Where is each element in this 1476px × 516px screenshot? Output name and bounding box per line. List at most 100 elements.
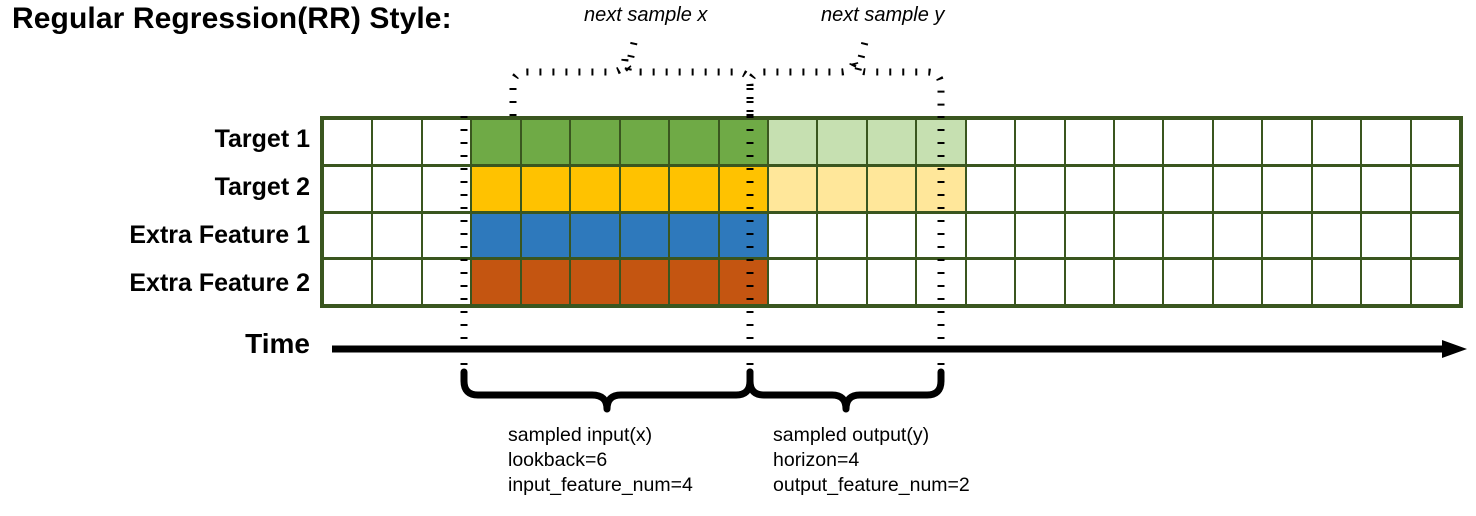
- time-axis-label: Time: [245, 328, 310, 359]
- top-brace-input: [509, 57, 754, 116]
- grid-cell-r2-c23: [1411, 166, 1460, 211]
- grid-cell-r2-c8: [670, 166, 718, 211]
- grid-cell-r4-c9: [719, 260, 767, 304]
- grid-cell-r3-c10: [768, 213, 817, 258]
- grid-cell-r2-c12: [867, 166, 916, 211]
- row-label-extra-feature-1: Extra Feature 1: [129, 221, 310, 249]
- grid-cell-r2-c5: [521, 166, 570, 211]
- row-label-target-2: Target 2: [214, 173, 310, 201]
- annotation-next-sample-x: next sample x: [584, 4, 708, 26]
- grid-cell-r1-c16: [1065, 120, 1113, 164]
- grid-cell-r4-c2: [373, 260, 421, 304]
- grid-cell-r3-c20: [1263, 213, 1311, 258]
- grid-row-extra-feature-2: [324, 260, 1460, 304]
- annotation-next-sample-y: next sample y: [821, 4, 945, 26]
- grid-cell-r2-c16: [1065, 166, 1113, 211]
- grid-cell-r4-c4: [472, 260, 520, 304]
- caption-output-line1: sampled output(y): [773, 424, 930, 446]
- grid-cell-r1-c10: [768, 120, 817, 164]
- grid-cell-r4-c20: [1263, 260, 1311, 304]
- row-label-target-1: Target 1: [214, 125, 310, 153]
- grid-cell-r3-c4: [472, 213, 520, 258]
- grid-cell-r4-c3: [422, 260, 471, 304]
- grid-cell-r2-c4: [472, 166, 520, 211]
- grid-cell-r4-c16: [1065, 260, 1113, 304]
- grid-cell-r3-c14: [966, 213, 1015, 258]
- grid-cell-r3-c19: [1213, 213, 1262, 258]
- grid-cell-r3-c15: [1016, 213, 1064, 258]
- grid-cell-r3-c11: [818, 213, 866, 258]
- grid-cell-r4-c18: [1164, 260, 1212, 304]
- grid-cell-r1-c11: [818, 120, 866, 164]
- grid-cell-r2-c19: [1213, 166, 1262, 211]
- grid-cell-r3-c16: [1065, 213, 1113, 258]
- grid-cell-r1-c9: [719, 120, 767, 164]
- caption-sampled-output: sampled output(y) horizon=4 output_featu…: [773, 423, 970, 498]
- grid-cell-r3-c9: [719, 213, 767, 258]
- bottom-brace-output: [746, 368, 945, 413]
- caption-output-line3: output_feature_num=2: [773, 474, 970, 496]
- grid-cell-r2-c3: [422, 166, 471, 211]
- grid-cell-r2-c10: [768, 166, 817, 211]
- grid-cell-r1-c21: [1312, 120, 1361, 164]
- grid-cell-r2-c15: [1016, 166, 1064, 211]
- grid-cell-r1-c5: [521, 120, 570, 164]
- grid-cell-r3-c18: [1164, 213, 1212, 258]
- grid-row-extra-feature-1: [324, 213, 1460, 258]
- grid-cell-r4-c15: [1016, 260, 1064, 304]
- grid-cell-r3-c1: [324, 213, 372, 258]
- grid-cell-r4-c10: [768, 260, 817, 304]
- grid-cell-r1-c20: [1263, 120, 1311, 164]
- grid-cell-r2-c11: [818, 166, 866, 211]
- grid-cell-r2-c20: [1263, 166, 1311, 211]
- grid-cell-r4-c11: [818, 260, 866, 304]
- grid-cell-r2-c18: [1164, 166, 1212, 211]
- grid-cell-r2-c13: [917, 166, 965, 211]
- row-label-extra-feature-2: Extra Feature 2: [129, 269, 310, 297]
- grid-cell-r1-c13: [917, 120, 965, 164]
- grid-cell-r4-c1: [324, 260, 372, 304]
- grid-row-target-1: [324, 120, 1460, 164]
- grid-cell-r2-c6: [571, 166, 619, 211]
- grid-cell-r3-c22: [1362, 213, 1410, 258]
- grid-cell-r1-c12: [867, 120, 916, 164]
- grid-cell-r1-c1: [324, 120, 372, 164]
- grid-cell-r3-c12: [867, 213, 916, 258]
- grid-cell-r4-c22: [1362, 260, 1410, 304]
- grid-cell-r1-c23: [1411, 120, 1460, 164]
- grid-cell-r1-c14: [966, 120, 1015, 164]
- grid-cell-r1-c19: [1213, 120, 1262, 164]
- caption-input-line1: sampled input(x): [508, 424, 653, 446]
- grid-cell-r1-c7: [620, 120, 669, 164]
- grid-cell-r3-c6: [571, 213, 619, 258]
- grid-cell-r2-c7: [620, 166, 669, 211]
- grid-cell-r3-c23: [1411, 213, 1460, 258]
- grid-cell-r4-c21: [1312, 260, 1361, 304]
- grid-cell-r4-c8: [670, 260, 718, 304]
- timeseries-grid: [320, 116, 1463, 308]
- bottom-brace-input: [460, 368, 754, 413]
- grid-cell-r2-c21: [1312, 166, 1361, 211]
- grid-cell-r4-c7: [620, 260, 669, 304]
- page-title: Regular Regression(RR) Style:: [12, 2, 452, 35]
- grid-cell-r4-c12: [867, 260, 916, 304]
- grid-cell-r3-c3: [422, 213, 471, 258]
- top-brace-input-spike: [624, 37, 639, 71]
- grid-cell-r4-c19: [1213, 260, 1262, 304]
- grid-cell-r1-c6: [571, 120, 619, 164]
- grid-cell-r3-c13: [917, 213, 965, 258]
- grid-cell-r1-c3: [422, 120, 471, 164]
- time-axis-arrow: [332, 340, 1467, 358]
- grid-cell-r3-c5: [521, 213, 570, 258]
- grid-cell-r2-c17: [1115, 166, 1163, 211]
- grid-cell-r3-c21: [1312, 213, 1361, 258]
- grid-cell-r1-c4: [472, 120, 520, 164]
- caption-output-line2: horizon=4: [773, 449, 860, 471]
- caption-input-line2: lookback=6: [508, 449, 608, 471]
- grid-cell-r1-c18: [1164, 120, 1212, 164]
- grid-cell-r4-c14: [966, 260, 1015, 304]
- grid-cell-r1-c8: [670, 120, 718, 164]
- grid-cell-r3-c8: [670, 213, 718, 258]
- grid-row-target-2: [324, 166, 1460, 211]
